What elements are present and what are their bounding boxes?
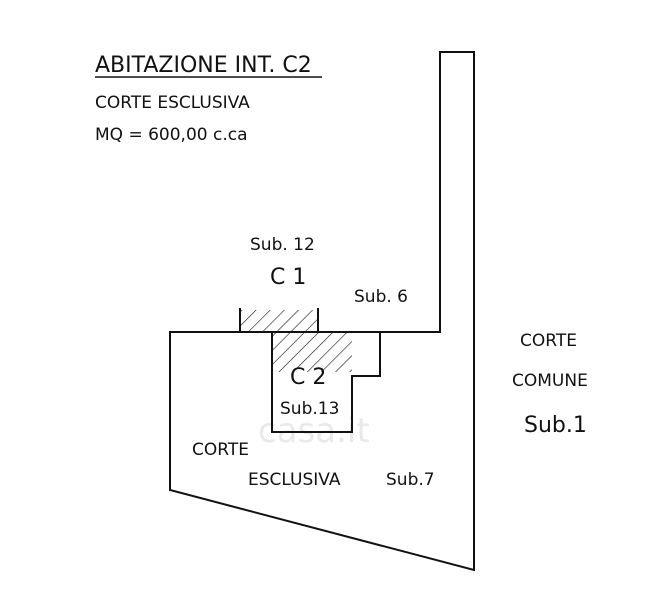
c2-unit-outline [271, 331, 381, 433]
header-line-corte-esclusiva: CORTE ESCLUSIVA [95, 93, 250, 113]
label-corte-esclusiva-2: ESCLUSIVA [248, 470, 341, 490]
property-outline [169, 51, 475, 572]
label-corte-comune-2: COMUNE [512, 371, 588, 391]
label-c1: C 1 [270, 265, 306, 290]
label-sub6: Sub. 6 [354, 287, 408, 307]
label-sub1: Sub.1 [524, 413, 587, 438]
label-corte-esclusiva-1: CORTE [192, 440, 249, 460]
header-line-area: MQ = 600,00 c.ca [95, 125, 248, 145]
c2-hatched-area [272, 332, 352, 372]
label-sub7: Sub.7 [386, 470, 435, 490]
label-sub13: Sub.13 [280, 399, 339, 419]
page-title: ABITAZIONE INT. C2 [95, 53, 312, 78]
label-sub12: Sub. 12 [250, 235, 315, 255]
c1-hatched-area [240, 310, 318, 332]
label-corte-comune-1: CORTE [520, 331, 577, 351]
label-c2: C 2 [290, 365, 326, 390]
